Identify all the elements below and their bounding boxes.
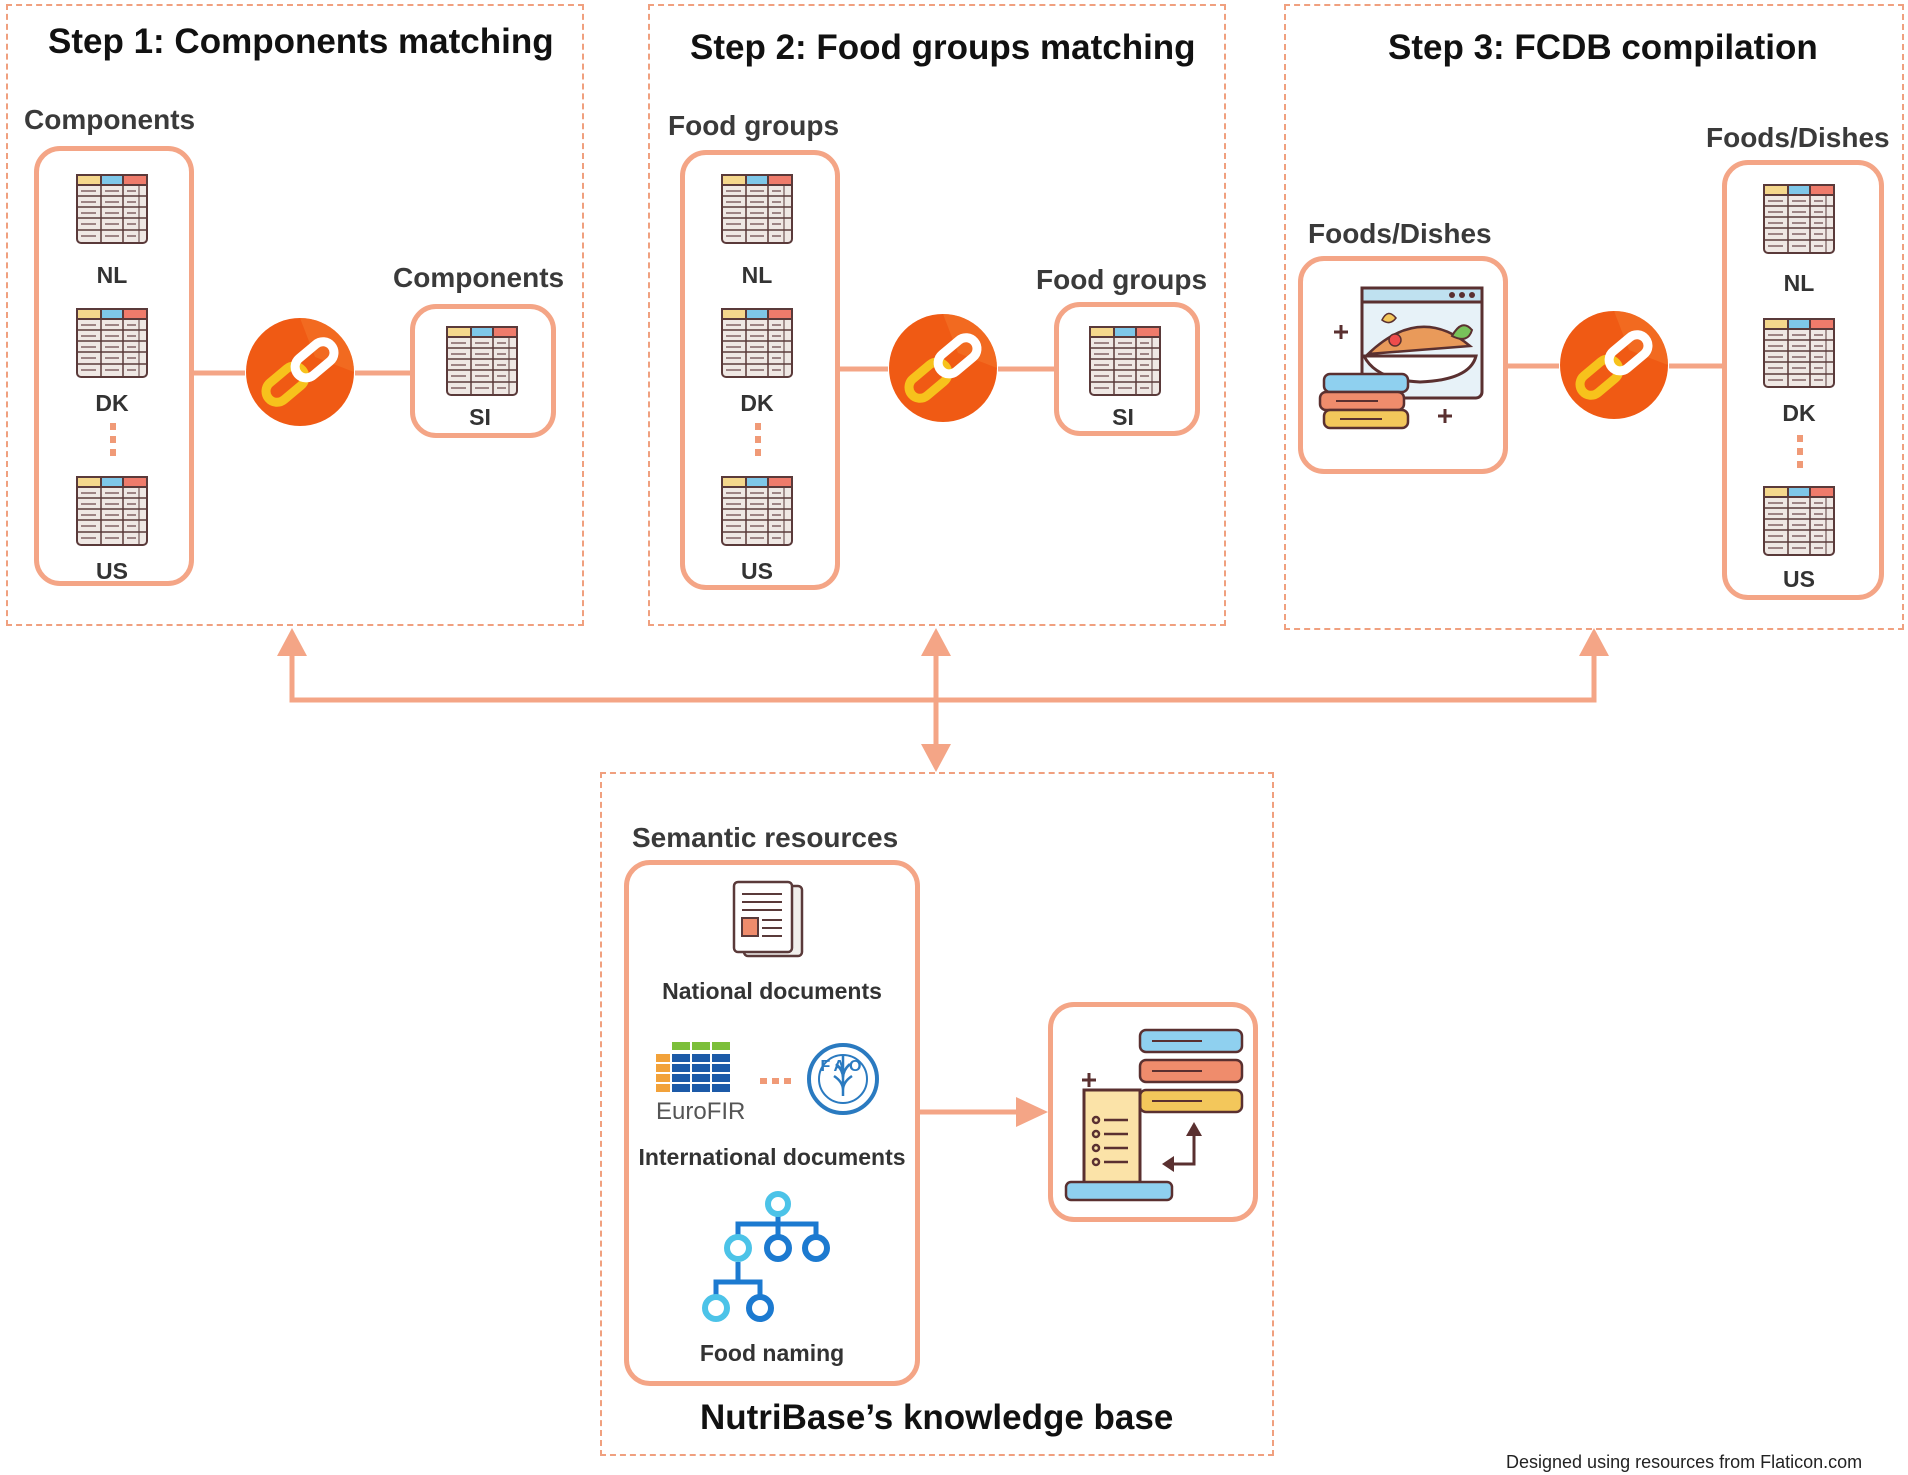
database-icon: [1064, 1028, 1244, 1202]
step2-source-dk: DK: [740, 390, 774, 416]
eurofir-logo-icon: [656, 1042, 730, 1092]
step3-title: Step 3: FCDB compilation: [1388, 28, 1818, 67]
logo-separator-dots: [760, 1078, 796, 1084]
step3-target-label: Foods/Dishes: [1706, 122, 1890, 153]
hierarchy-icon: [702, 1191, 830, 1322]
ellipsis-dots: [1797, 435, 1803, 474]
semantic-resources-label: Semantic resources: [632, 822, 899, 853]
step3-target-dk: DK: [1782, 400, 1816, 426]
step2-target-si: SI: [1112, 404, 1134, 430]
step2-target-label: Food groups: [1036, 264, 1208, 295]
document-icon: [732, 880, 804, 958]
step1-source-label: Components: [24, 104, 196, 135]
food-naming-label: Food naming: [699, 1340, 845, 1366]
ellipsis-dots: [110, 423, 116, 462]
step2-source-nl: NL: [741, 262, 773, 288]
international-documents-label: International documents: [638, 1144, 906, 1170]
knowledge-base-panel: [600, 772, 1274, 1456]
step2-panel: [648, 4, 1226, 626]
ellipsis-dots: [755, 423, 761, 462]
step2-source-label: Food groups: [668, 110, 840, 141]
step2-source-us: US: [741, 558, 773, 584]
step1-source-nl: NL: [96, 262, 128, 288]
step3-target-nl: NL: [1783, 270, 1815, 296]
step3-target-us: US: [1783, 566, 1815, 592]
dish-icon: [1318, 286, 1484, 430]
national-documents-label: National documents: [662, 978, 882, 1004]
eurofir-logo-text: EuroFIR: [656, 1098, 746, 1125]
step1-source-dk: DK: [95, 390, 129, 416]
step1-source-us: US: [96, 558, 128, 584]
step3-source-label: Foods/Dishes: [1308, 218, 1492, 249]
credit-text: Designed using resources from Flaticon.c…: [1506, 1452, 1863, 1472]
step1-target-label: Components: [393, 262, 565, 293]
fao-logo-text: FAO: [820, 1058, 866, 1075]
step2-title: Step 2: Food groups matching: [690, 28, 1196, 67]
step1-title: Step 1: Components matching: [48, 22, 554, 61]
step1-target-si: SI: [469, 404, 491, 430]
knowledge-base-title: NutriBase’s knowledge base: [700, 1398, 1174, 1437]
step1-panel: [6, 4, 584, 626]
fao-logo-icon: [807, 1043, 879, 1115]
